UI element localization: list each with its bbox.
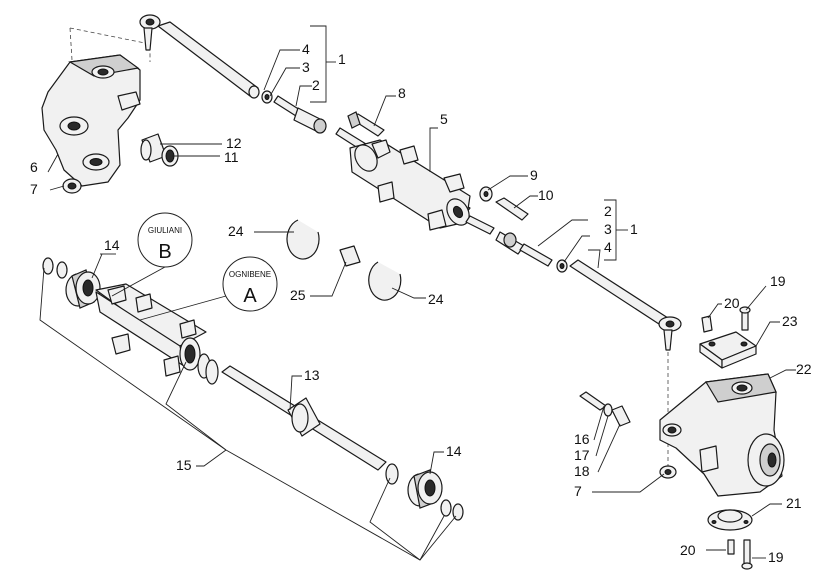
callout-numbers: 1 4 3 2 8 5 9 10 12 11 6 7 24 24 25 2 3 … <box>30 41 812 565</box>
callout-4-top: 4 <box>302 41 310 57</box>
orings-mid <box>197 353 219 385</box>
callout-8: 8 <box>398 85 406 101</box>
callout-18: 18 <box>574 463 590 479</box>
callout-7-right: 7 <box>574 483 582 499</box>
grease-fitting-20-top <box>701 315 713 333</box>
callout-23: 23 <box>782 313 798 329</box>
callout-24-left: 24 <box>228 223 244 239</box>
callout-6: 6 <box>30 159 38 175</box>
callout-3-right: 3 <box>604 221 612 237</box>
callout-16: 16 <box>574 431 590 447</box>
grease-fitting-20-bottom <box>727 539 735 555</box>
ball-joint-top <box>273 95 327 134</box>
steering-cylinder-center <box>335 127 495 235</box>
callout-24-right: 24 <box>428 291 444 307</box>
callout-4-right: 4 <box>604 239 612 255</box>
variant-b-name: GIULIANI <box>148 226 182 235</box>
callout-1-top: 1 <box>338 51 346 67</box>
piston-rod-13 <box>221 365 387 471</box>
snap-ring-24-left <box>286 219 320 260</box>
variant-a-name: OGNIBENE <box>229 270 271 279</box>
gland-14-right <box>407 469 443 509</box>
gland-14-left <box>65 269 101 309</box>
callout-1-right: 1 <box>630 221 638 237</box>
nut-right <box>556 259 568 273</box>
callout-20-bottom: 20 <box>680 542 696 558</box>
leader-lines <box>39 25 796 561</box>
callout-15: 15 <box>176 457 192 473</box>
callout-21: 21 <box>786 495 802 511</box>
ball-joint-right <box>495 231 553 267</box>
washer-17 <box>603 403 613 417</box>
callout-5: 5 <box>440 111 448 127</box>
callout-25: 25 <box>290 287 306 303</box>
bolt-19-bottom <box>741 539 753 570</box>
seal-11 <box>161 145 179 167</box>
callout-14-right: 14 <box>446 443 462 459</box>
callout-3-top: 3 <box>302 59 310 75</box>
callout-19-bottom: 19 <box>768 549 784 565</box>
orings-right-pair <box>440 499 464 521</box>
bolt-8 <box>347 111 385 137</box>
steering-knuckle-right <box>659 373 785 497</box>
steering-knuckle-left <box>41 27 151 187</box>
callout-19-top: 19 <box>770 273 786 289</box>
cap-21 <box>707 509 753 531</box>
bushing-18 <box>611 405 631 427</box>
nut-7-left <box>62 178 82 194</box>
cylinder-barrel-lower <box>95 283 207 377</box>
bolt-19-top <box>739 306 751 331</box>
callout-9: 9 <box>530 167 538 183</box>
callout-10: 10 <box>538 187 554 203</box>
callout-13: 13 <box>304 367 320 383</box>
variant-badge-a: OGNIBENE A <box>222 256 278 312</box>
orings-left-pair <box>42 257 68 279</box>
bolt-16 <box>579 391 607 411</box>
tie-rod-top <box>139 14 260 99</box>
nut-7-right <box>659 465 677 479</box>
bushing-9 <box>479 186 493 202</box>
callout-17: 17 <box>574 447 590 463</box>
callout-22: 22 <box>796 361 812 377</box>
callout-12: 12 <box>226 135 242 151</box>
callout-20-top: 20 <box>724 295 740 311</box>
cap-23 <box>699 331 757 369</box>
callout-2-top: 2 <box>312 77 320 93</box>
sensor-25 <box>339 245 361 267</box>
callout-11: 11 <box>224 149 239 165</box>
nut-top <box>261 90 273 104</box>
variant-badge-b: GIULIANI B <box>137 212 193 268</box>
variant-a-letter: A <box>243 285 257 307</box>
callout-7-left: 7 <box>30 181 38 197</box>
snap-ring-24-right <box>368 261 402 301</box>
callout-14-left: 14 <box>104 237 120 253</box>
tie-rod-right <box>569 259 682 470</box>
callout-2-right: 2 <box>604 203 612 219</box>
variant-b-letter: B <box>158 241 171 263</box>
orings-rod-end <box>385 463 399 485</box>
bolt-10 <box>495 197 529 221</box>
